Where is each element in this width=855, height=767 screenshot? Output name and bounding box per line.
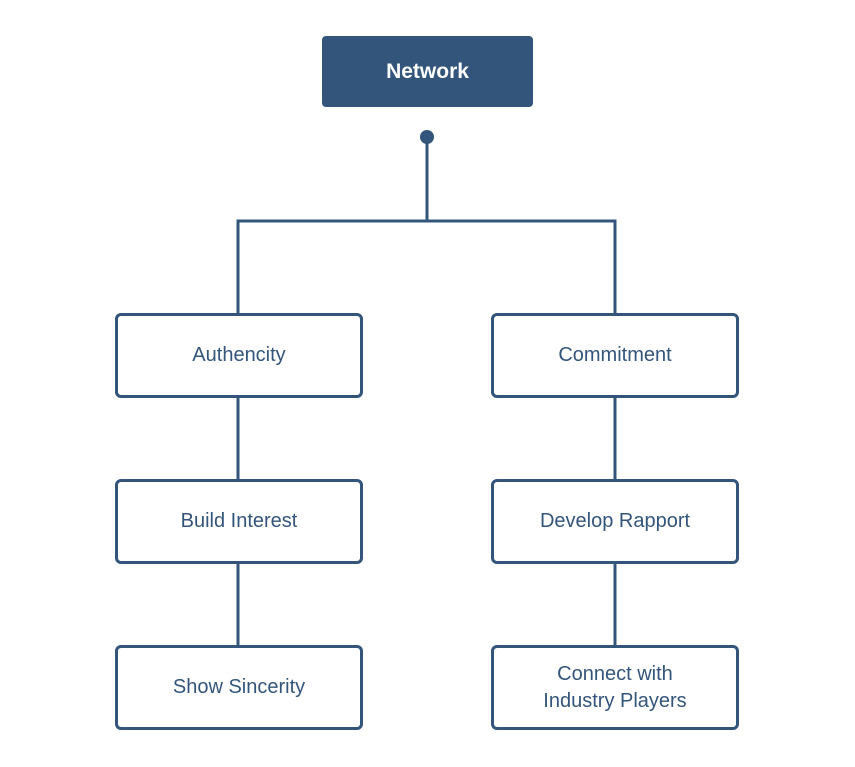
root-node-label: Network [386, 60, 469, 83]
node-authencity: Authencity [115, 313, 363, 398]
node-show-sincerity-label: Show Sincerity [172, 676, 306, 698]
node-commitment: Commitment [491, 313, 739, 398]
node-build-interest: Build Interest [115, 479, 363, 564]
node-authencity-label: Authencity [192, 344, 286, 366]
branch-split-line [236, 219, 617, 313]
node-build-interest-label: Build Interest [180, 510, 298, 532]
root-node: Network [322, 36, 533, 107]
node-show-sincerity: Show Sincerity [115, 645, 363, 730]
node-commitment-label: Commitment [558, 344, 672, 366]
node-connect-industry-players-label: Connect with Industry Players [543, 662, 687, 712]
root-connector-dot [420, 130, 434, 144]
node-develop-rapport: Develop Rapport [491, 479, 739, 564]
node-develop-rapport-label: Develop Rapport [539, 510, 691, 532]
node-connect-industry-players: Connect with Industry Players [491, 645, 739, 730]
